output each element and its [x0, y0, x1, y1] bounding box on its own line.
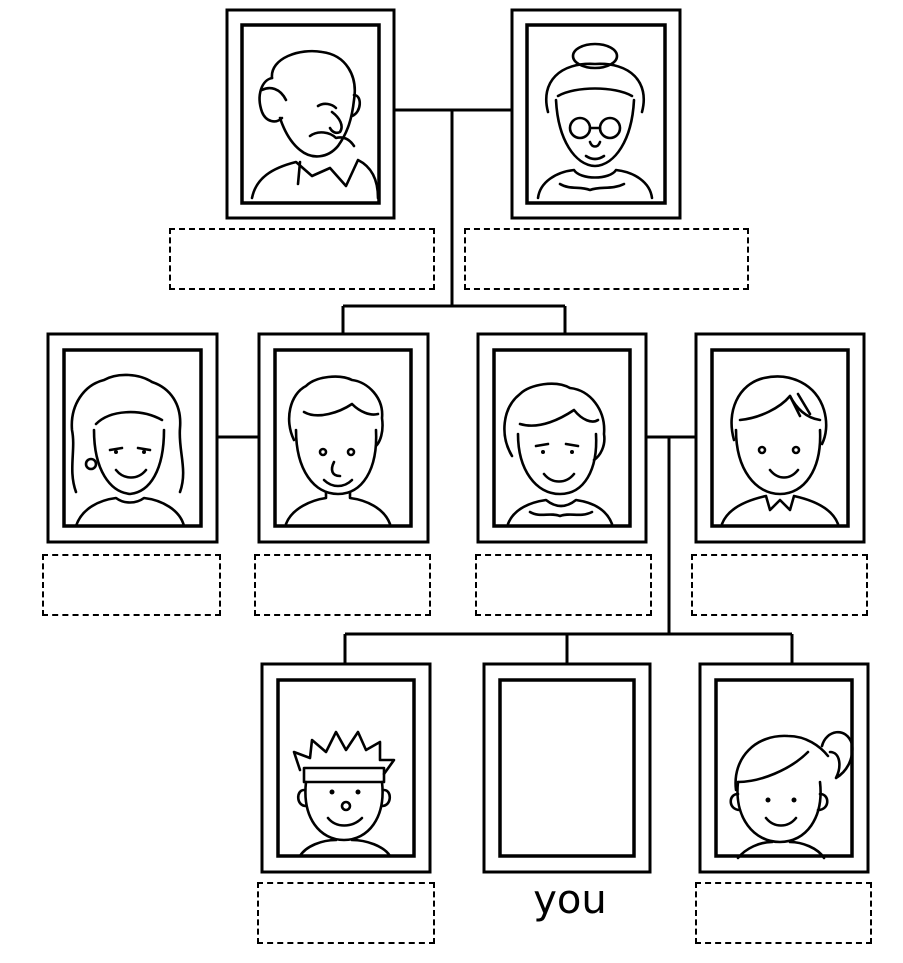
portrait-uncle	[257, 332, 430, 544]
portrait-grandmother	[510, 8, 682, 220]
portrait-mother	[476, 332, 648, 544]
spiky-hair-boy-portrait-icon	[292, 730, 396, 858]
ponytail-girl-portrait-icon	[729, 730, 854, 860]
name-field-uncle[interactable]	[254, 554, 431, 616]
tree-connectors	[217, 108, 794, 664]
name-field-brother[interactable]	[257, 882, 435, 944]
name-field-father[interactable]	[691, 554, 868, 616]
old-man-portrait-icon	[250, 49, 380, 200]
old-woman-portrait-icon	[536, 42, 654, 200]
portrait-you	[482, 662, 652, 874]
portrait-aunt	[46, 332, 219, 544]
name-field-mother[interactable]	[475, 554, 652, 616]
curly-hair-woman-portrait-icon	[70, 373, 186, 528]
portrait-sister	[698, 662, 870, 874]
you-label: you	[533, 877, 607, 923]
name-field-grandmother[interactable]	[464, 228, 749, 290]
name-field-sister[interactable]	[695, 882, 872, 944]
name-field-grandfather[interactable]	[169, 228, 435, 290]
straight-hair-man-portrait-icon	[720, 375, 840, 526]
portrait-grandfather	[225, 8, 396, 220]
short-curly-hair-woman-portrait-icon	[503, 382, 614, 526]
name-field-aunt[interactable]	[42, 554, 221, 616]
portrait-father	[694, 332, 866, 544]
curly-hair-man-portrait-icon	[284, 375, 392, 526]
portrait-brother	[260, 662, 432, 874]
